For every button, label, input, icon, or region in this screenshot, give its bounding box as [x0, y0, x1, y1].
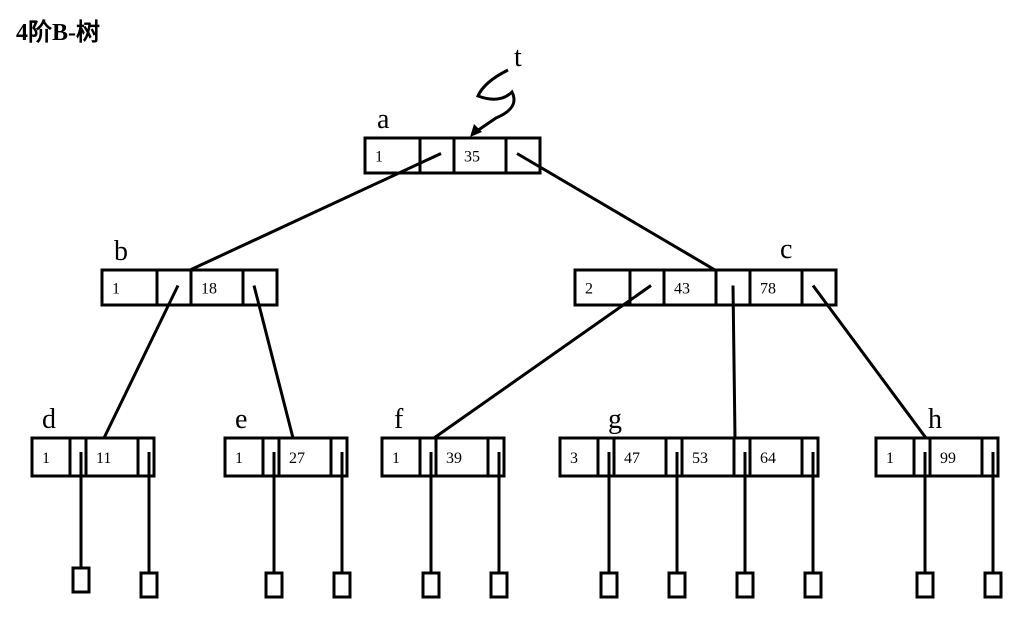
pointer-cell	[664, 436, 684, 478]
failure-node	[421, 571, 441, 599]
edge-b-d	[102, 284, 180, 439]
node-label-a: a	[377, 104, 390, 135]
key-value: 43	[674, 281, 690, 298]
failure-node	[71, 566, 91, 594]
key-cell	[928, 436, 984, 478]
key-cell	[612, 436, 668, 478]
pointer-cell	[800, 436, 820, 478]
key-cell	[452, 136, 508, 175]
failure-node	[983, 571, 1003, 599]
node-e: 1 27 e	[223, 404, 349, 478]
pointer-cell	[732, 436, 752, 478]
failure-node	[667, 571, 687, 599]
key-count-cell	[30, 436, 72, 478]
key-count-cell	[558, 436, 600, 478]
key-count: 1	[392, 450, 400, 467]
node-label-f: f	[394, 404, 404, 435]
key-count: 1	[375, 149, 383, 166]
failure-node	[332, 571, 352, 599]
key-count-cell	[380, 436, 422, 478]
node-label-d: d	[42, 404, 56, 435]
key-count-cell	[100, 268, 159, 307]
key-value: 64	[760, 450, 776, 467]
failure-node	[264, 571, 284, 599]
key-cell	[84, 436, 140, 478]
key-count-cell	[223, 436, 265, 478]
key-count: 3	[570, 450, 578, 467]
pointer-cell	[241, 268, 279, 307]
pointer-cell	[486, 436, 506, 478]
root-pointer: t	[470, 42, 522, 137]
node-c: 2 43 78c	[573, 234, 838, 307]
edges-layer	[79, 152, 995, 573]
key-value: 99	[940, 450, 956, 467]
node-h: 1 99 h	[874, 404, 1000, 478]
node-b: 1 18 b	[100, 236, 279, 307]
node-f: 1 39 f	[380, 404, 506, 478]
pointer-cell	[596, 436, 616, 478]
failure-node	[489, 571, 509, 599]
key-count: 2	[585, 281, 593, 298]
edge-c-h	[811, 284, 928, 439]
key-cell	[277, 436, 333, 478]
key-cell	[680, 436, 736, 478]
key-value: 18	[201, 281, 217, 298]
pointer-cell	[155, 268, 193, 307]
pointer-cell	[68, 436, 88, 478]
root-pointer-squiggle	[473, 68, 516, 135]
node-g: 3 47 53 64 g	[558, 404, 820, 478]
failure-node	[735, 571, 755, 599]
key-count-cell	[874, 436, 916, 478]
key-cell	[748, 268, 804, 307]
key-value: 39	[446, 450, 462, 467]
edge-b-e	[252, 285, 295, 439]
edge-a-b	[189, 152, 442, 272]
edge-c-g	[731, 285, 737, 439]
node-label-g: g	[608, 404, 622, 435]
key-value: 27	[289, 450, 305, 467]
key-value: 11	[96, 450, 111, 467]
node-label-b: b	[114, 236, 128, 267]
key-cell	[748, 436, 804, 478]
pointer-cell	[800, 268, 838, 307]
failure-node	[915, 571, 935, 599]
node-label-h: h	[928, 404, 942, 435]
key-count-cell	[573, 268, 632, 307]
key-cell	[189, 268, 245, 307]
failure-node	[803, 571, 823, 599]
diagram-title: 4阶B-树	[16, 20, 100, 46]
key-cell	[662, 268, 718, 307]
key-cell	[434, 436, 490, 478]
root-pointer-label: t	[514, 42, 522, 73]
key-value: 53	[692, 450, 708, 467]
failure-node	[599, 571, 619, 599]
pointer-cell	[418, 436, 438, 478]
key-count: 1	[235, 450, 243, 467]
pointer-cell	[912, 436, 932, 478]
pointer-cell	[261, 436, 281, 478]
edge-c-f	[433, 284, 652, 440]
key-count: 1	[42, 450, 50, 467]
pointer-cell	[980, 436, 1000, 478]
root-pointer-arrowhead	[470, 124, 482, 137]
key-count: 1	[112, 281, 120, 298]
node-label-e: e	[235, 404, 247, 435]
node-a: 1 35 a	[363, 104, 542, 175]
key-count: 1	[886, 450, 894, 467]
node-label-c: c	[780, 234, 792, 265]
key-value: 35	[464, 149, 480, 166]
pointer-cell	[329, 436, 349, 478]
failure-node	[139, 571, 159, 599]
edge-a-c	[516, 152, 716, 272]
key-value: 47	[624, 450, 640, 467]
pointer-cell	[136, 436, 156, 478]
key-value: 78	[760, 281, 776, 298]
